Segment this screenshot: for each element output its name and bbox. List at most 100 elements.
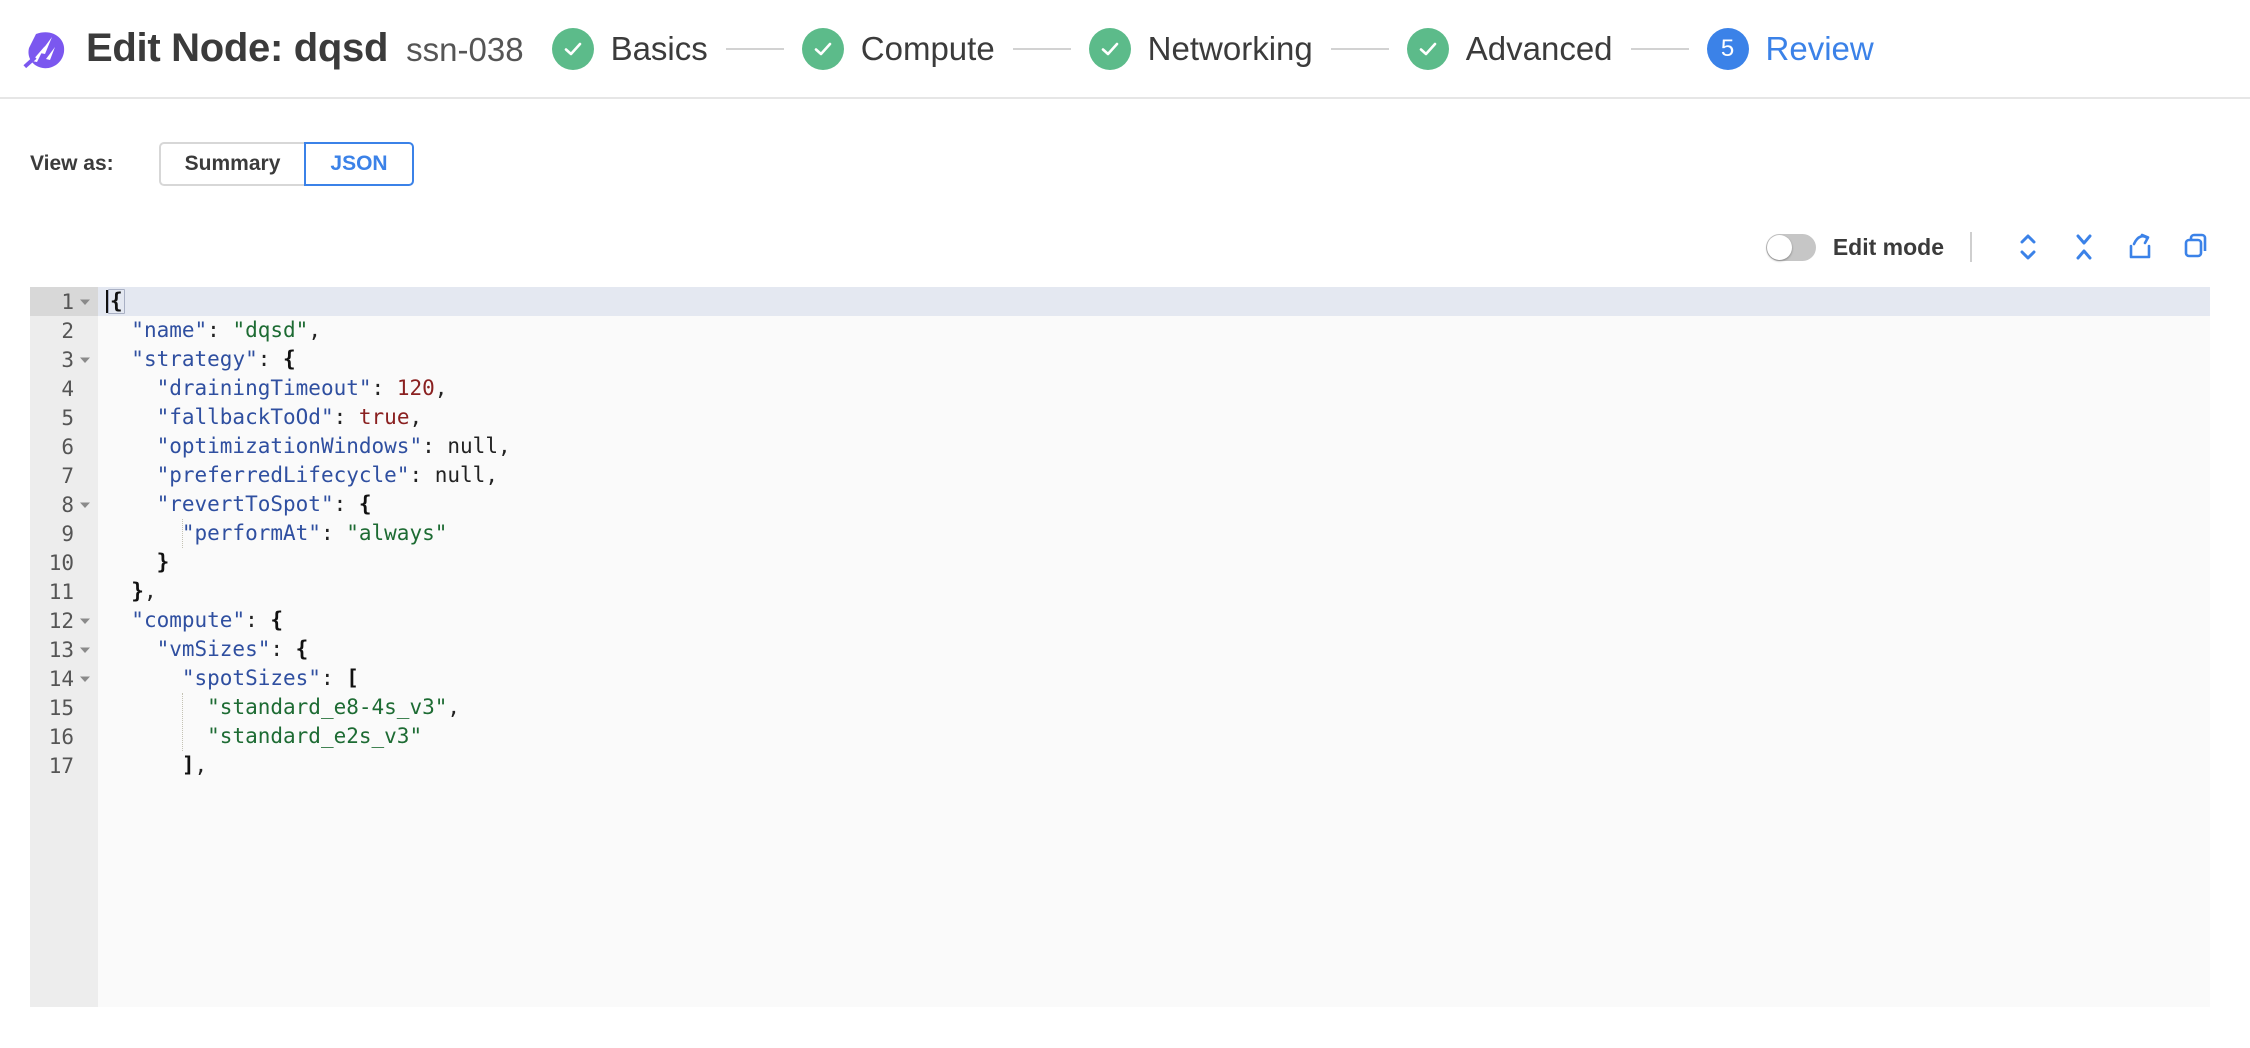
gutter-line-6[interactable]: 6: [30, 432, 98, 461]
token-null: null: [447, 434, 498, 458]
indent-space: [106, 403, 157, 432]
gutter-line-3[interactable]: 3: [30, 345, 98, 374]
expand-all-icon[interactable]: [2006, 228, 2050, 266]
fold-spacer: [78, 440, 92, 454]
fold-spacer: [78, 701, 92, 715]
code-line-7[interactable]: "preferredLifecycle": null,: [98, 461, 2210, 490]
token-brace: ]: [181, 753, 195, 777]
token-brace: {: [270, 608, 284, 632]
gutter-line-16[interactable]: 16: [30, 722, 98, 751]
code-line-4[interactable]: "drainingTimeout": 120,: [98, 374, 2210, 403]
gutter-line-2[interactable]: 2: [30, 316, 98, 345]
token-brace: [: [346, 666, 359, 690]
code-line-8[interactable]: "revertToSpot": {: [98, 490, 2210, 519]
export-icon[interactable]: [2118, 228, 2162, 266]
token-punct: :: [257, 347, 284, 371]
spot-logo-icon: [22, 26, 68, 72]
gutter-line-17[interactable]: 17: [30, 751, 98, 780]
gutter-line-12[interactable]: 12: [30, 606, 98, 635]
gutter-line-4[interactable]: 4: [30, 374, 98, 403]
token-punct: ,: [308, 318, 321, 342]
fold-toggle-icon[interactable]: [78, 643, 92, 657]
step-networking[interactable]: Networking: [1088, 27, 1313, 70]
token-key: "revertToSpot": [156, 492, 334, 516]
code-line-5[interactable]: "fallbackToOd": true,: [98, 403, 2210, 432]
token-bool: true: [358, 405, 410, 429]
gutter-line-5[interactable]: 5: [30, 403, 98, 432]
text-caret: [106, 290, 108, 313]
collapse-all-icon[interactable]: [2062, 228, 2106, 266]
code-line-11[interactable]: },: [98, 577, 2210, 606]
line-number: 10: [48, 550, 74, 575]
token-str: "always": [346, 521, 448, 545]
code-line-12[interactable]: "compute": {: [98, 606, 2210, 635]
code-line-17[interactable]: ],: [98, 751, 2210, 780]
indent-space: [106, 577, 131, 606]
token-punct: ,: [485, 463, 498, 487]
gutter-line-15[interactable]: 15: [30, 693, 98, 722]
code-line-9[interactable]: "performAt": "always": [98, 519, 2210, 548]
step-label: Compute: [860, 29, 995, 67]
line-number: 3: [61, 347, 74, 372]
token-key: "drainingTimeout": [156, 376, 372, 400]
fold-toggle-icon[interactable]: [78, 295, 92, 309]
token-brace: {: [283, 347, 296, 371]
step-connector: [1630, 47, 1689, 50]
code-line-1[interactable]: {: [98, 287, 2210, 316]
gutter-line-11[interactable]: 11: [30, 577, 98, 606]
gutter-line-7[interactable]: 7: [30, 461, 98, 490]
gutter-line-13[interactable]: 13: [30, 635, 98, 664]
token-num: 120: [396, 376, 435, 400]
fold-toggle-icon[interactable]: [78, 614, 92, 628]
step-label: Networking: [1147, 29, 1313, 67]
line-number: 1: [61, 289, 74, 314]
edit-mode-toggle[interactable]: [1765, 233, 1816, 261]
code-line-15[interactable]: "standard_e8-4s_v3",: [98, 693, 2210, 722]
view-as-json-button[interactable]: JSON: [304, 142, 414, 186]
token-punct: :: [320, 666, 347, 690]
fold-toggle-icon[interactable]: [78, 672, 92, 686]
step-advanced[interactable]: Advanced: [1406, 27, 1613, 70]
code-line-13[interactable]: "vmSizes": {: [98, 635, 2210, 664]
step-compute[interactable]: Compute: [801, 27, 995, 70]
fold-spacer: [78, 759, 92, 773]
gutter-line-8[interactable]: 8: [30, 490, 98, 519]
token-key: "compute": [131, 608, 246, 632]
gutter-line-10[interactable]: 10: [30, 548, 98, 577]
fold-toggle-icon[interactable]: [78, 498, 92, 512]
code-line-14[interactable]: "spotSizes": [: [98, 664, 2210, 693]
fold-spacer: [78, 585, 92, 599]
code-line-3[interactable]: "strategy": {: [98, 345, 2210, 374]
fold-toggle-icon[interactable]: [78, 353, 92, 367]
token-punct: :: [333, 492, 359, 516]
editor-code-area[interactable]: { "name": "dqsd", "strategy": { "drainin…: [98, 287, 2210, 1007]
step-connector: [1330, 47, 1389, 50]
copy-icon[interactable]: [2174, 228, 2218, 266]
token-key: "strategy": [131, 347, 258, 371]
token-punct: :: [320, 521, 347, 545]
token-punct: :: [333, 405, 359, 429]
view-as-summary-button[interactable]: Summary: [158, 142, 305, 186]
token-punct: ,: [409, 405, 423, 429]
fold-spacer: [78, 527, 92, 541]
check-icon: [551, 27, 594, 70]
line-number: 8: [61, 492, 74, 517]
gutter-line-9[interactable]: 9: [30, 519, 98, 548]
code-line-6[interactable]: "optimizationWindows": null,: [98, 432, 2210, 461]
step-number: 5: [1720, 34, 1735, 62]
code-line-10[interactable]: }: [98, 548, 2210, 577]
line-number: 4: [61, 376, 74, 401]
token-key: "optimizationWindows": [156, 434, 423, 458]
gutter-line-1[interactable]: 1: [30, 287, 98, 316]
token-key: "vmSizes": [156, 637, 271, 661]
line-number: 9: [61, 521, 74, 546]
gutter-line-14[interactable]: 14: [30, 664, 98, 693]
code-line-2[interactable]: "name": "dqsd",: [98, 316, 2210, 345]
code-line-16[interactable]: "standard_e2s_v3": [98, 722, 2210, 751]
step-connector: [1012, 47, 1071, 50]
step-basics[interactable]: Basics: [551, 27, 708, 70]
line-number: 11: [48, 579, 74, 604]
